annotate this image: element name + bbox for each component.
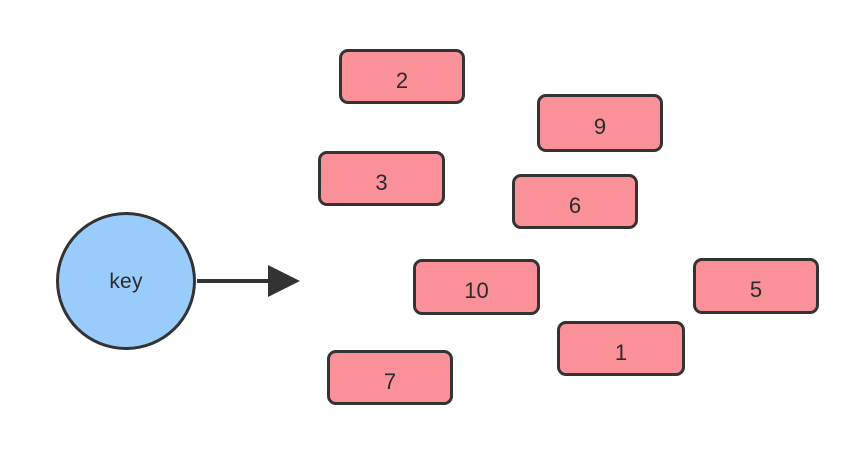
node-box-9-label: 9 bbox=[593, 114, 607, 139]
node-box-7-label: 7 bbox=[383, 368, 397, 394]
node-box-6-label: 6 bbox=[568, 192, 582, 218]
node-box-2[interactable]: 2 bbox=[339, 49, 465, 104]
node-box-5-label: 5 bbox=[749, 277, 763, 302]
node-box-10[interactable]: 10 bbox=[413, 259, 540, 315]
node-box-2-label: 2 bbox=[395, 67, 409, 93]
node-key[interactable]: key bbox=[56, 212, 196, 350]
node-box-3[interactable]: 3 bbox=[318, 151, 445, 206]
node-box-1[interactable]: 1 bbox=[557, 321, 685, 376]
node-box-5[interactable]: 5 bbox=[693, 258, 819, 314]
node-box-1-label: 1 bbox=[614, 339, 628, 365]
node-key-label: key bbox=[109, 269, 143, 293]
node-box-7[interactable]: 7 bbox=[327, 350, 453, 405]
node-box-9[interactable]: 9 bbox=[537, 94, 663, 152]
node-box-3-label: 3 bbox=[375, 169, 388, 195]
node-box-10-label: 10 bbox=[464, 278, 489, 303]
node-box-6[interactable]: 6 bbox=[512, 174, 638, 229]
